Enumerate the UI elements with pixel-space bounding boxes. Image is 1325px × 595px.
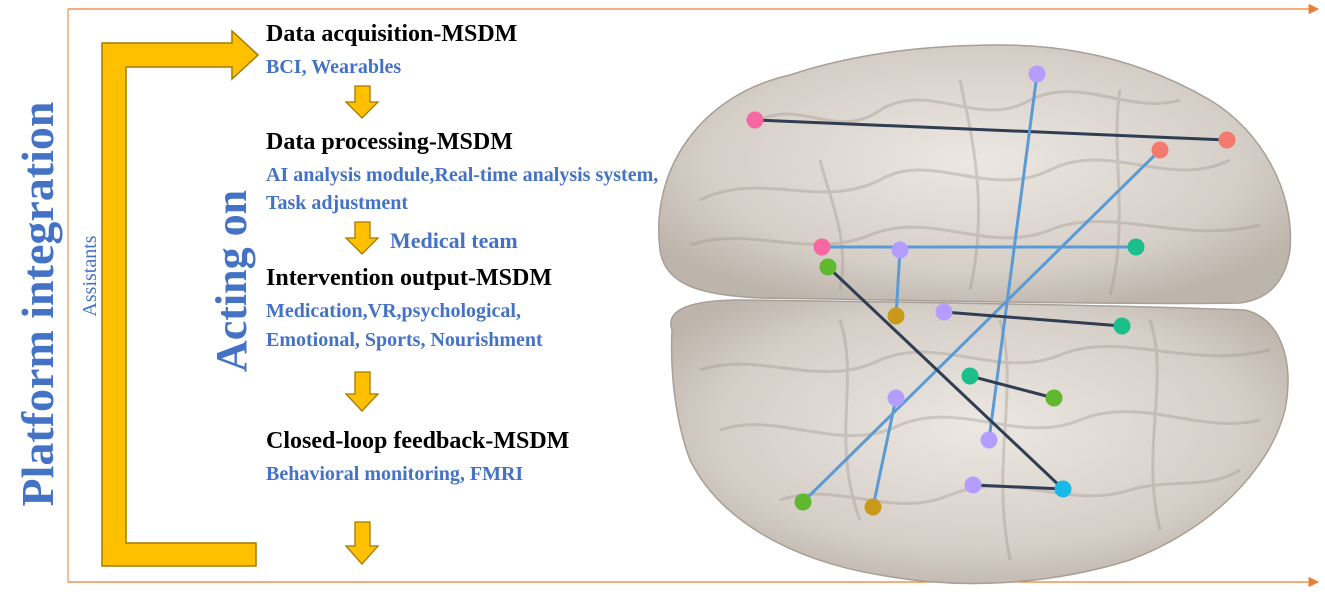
down-arrow-3: [344, 371, 380, 412]
brain-node-n14: [887, 389, 905, 407]
brain-node-n15: [980, 431, 998, 449]
step-1-title: Data acquisition-MSDM: [266, 21, 518, 47]
step-4-line-1: Behavioral monitoring, FMRI: [266, 463, 524, 485]
brain-node-n2: [746, 111, 764, 129]
feedback-bracket-arrow: [101, 29, 260, 567]
down-arrow-2: [344, 221, 380, 255]
brain-link-n8-n17: [826, 265, 1065, 491]
brain-link-n14-n19: [871, 396, 898, 509]
brain-folds: [689, 79, 1271, 561]
step-1-line-1: BCI, Wearables: [266, 56, 402, 78]
brain-link-n1-n15: [987, 72, 1039, 442]
brain-link-n4-n18: [801, 148, 1162, 504]
brain-link-n16-n17: [971, 483, 1065, 491]
brain-node-n10: [935, 303, 953, 321]
step-3-title: Intervention output-MSDM: [266, 265, 552, 291]
brain-node-n4: [1151, 141, 1169, 159]
brain-node-n3: [1218, 131, 1236, 149]
brain-node-n18: [794, 493, 812, 511]
brain-silhouette: [658, 44, 1292, 585]
brain-node-n17: [1054, 480, 1072, 498]
brain-nodes: [746, 65, 1236, 516]
step-2-line-2: Task adjustment: [266, 192, 409, 214]
brain-link-n2-n3: [753, 118, 1229, 142]
brain-node-n13: [1045, 389, 1063, 407]
brain-links: [753, 72, 1229, 509]
brain-node-n5: [813, 238, 831, 256]
down-arrow-1: [344, 85, 380, 119]
step-2-line-1: AI analysis module,Real-time analysis sy…: [266, 164, 659, 186]
brain-node-n7: [1127, 238, 1145, 256]
brain-node-n16: [964, 476, 982, 494]
step-4-title: Closed-loop feedback-MSDM: [266, 428, 570, 454]
brain-link-n12-n13: [968, 374, 1056, 400]
brain-link-n6-n9: [894, 248, 902, 318]
brain-node-n11: [1113, 317, 1131, 335]
brain-node-n12: [961, 367, 979, 385]
step-2-title: Data processing-MSDM: [266, 129, 513, 155]
brain-node-n1: [1028, 65, 1046, 83]
step-3-line-1: Medication,VR,psychological,: [266, 300, 521, 322]
medical-team-label: Medical team: [390, 228, 518, 253]
down-arrow-4: [344, 521, 380, 565]
brain-link-n10-n11: [942, 310, 1124, 328]
brain-node-n9: [887, 307, 905, 325]
brain-node-n8: [819, 258, 837, 276]
brain-node-n19: [864, 498, 882, 516]
step-3-line-2: Emotional, Sports, Nourishment: [266, 329, 543, 351]
brain-node-n6: [891, 241, 909, 259]
right-hemisphere: [670, 299, 1289, 585]
